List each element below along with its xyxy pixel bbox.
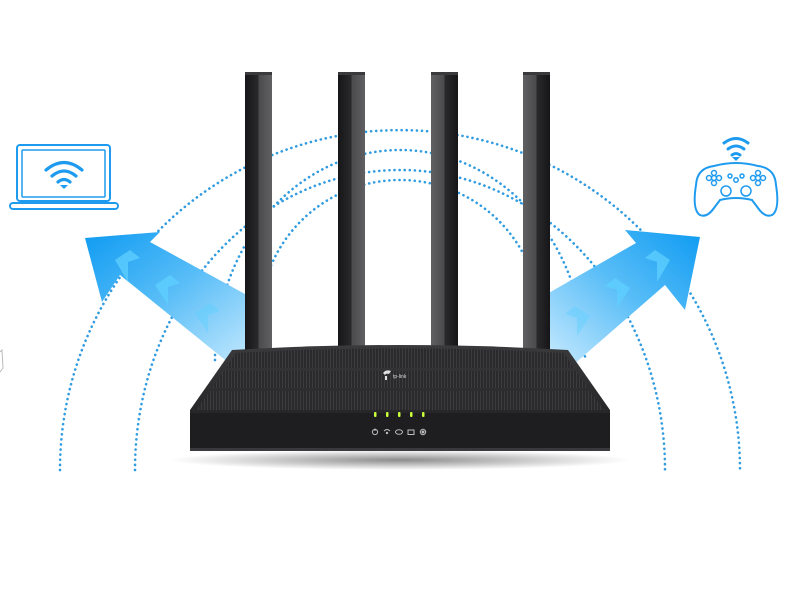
internet-icon [419, 428, 427, 436]
wifi-5g-icon [395, 429, 403, 435]
arrow-to-laptop [85, 232, 265, 372]
edge-fragment [0, 348, 4, 373]
led-5 [422, 412, 425, 417]
status-icons [371, 428, 427, 436]
led-3 [398, 412, 401, 417]
chevron-icon [645, 250, 670, 282]
chevron-icon [155, 275, 180, 305]
chevron-icon [605, 278, 630, 308]
antenna-1 [245, 72, 272, 357]
chevron-icon [565, 306, 590, 336]
chevron-icon [115, 250, 140, 282]
brand-logo: tp-link [383, 370, 407, 380]
wifi-2g-icon [383, 429, 391, 435]
signal-arc-mid [213, 148, 587, 362]
antenna-3 [431, 72, 458, 357]
wifi-icon [44, 160, 84, 184]
signal-arc-outer [58, 128, 742, 472]
led-2 [386, 412, 389, 417]
arrow-to-gamepad [540, 230, 700, 372]
status-leds [374, 412, 425, 417]
wifi-icon [722, 137, 750, 157]
power-icon [371, 428, 379, 436]
laptop-wifi-icon [9, 144, 119, 210]
ethernet-icon [407, 429, 415, 435]
router-antennas [245, 72, 550, 357]
gamepad-wifi-icon [693, 137, 779, 217]
router-body: tp-link [170, 345, 630, 470]
antenna-4 [523, 72, 550, 357]
svg-text:tp-link: tp-link [393, 374, 407, 380]
led-1 [374, 412, 377, 417]
antenna-2 [338, 72, 365, 357]
chevron-icon [195, 303, 220, 333]
signal-arc-outer-2 [133, 168, 667, 472]
signal-arc-inner [258, 178, 542, 322]
led-4 [410, 412, 413, 417]
